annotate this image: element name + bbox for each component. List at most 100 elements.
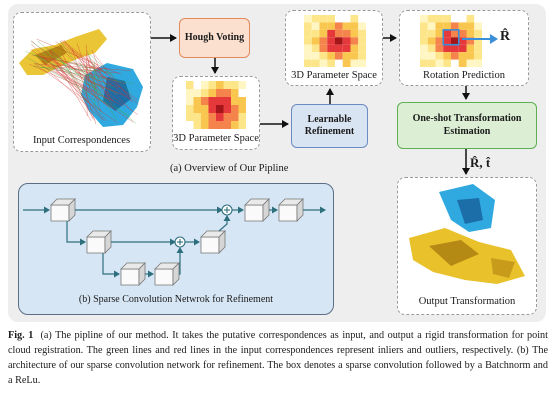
heatmap-cell bbox=[238, 113, 246, 121]
heatmap-cell bbox=[311, 52, 320, 60]
heatmap-cell bbox=[319, 22, 328, 30]
learnable-refinement-line1: Learnable bbox=[307, 113, 352, 125]
hough-voting-box: Hough Voting bbox=[179, 18, 250, 58]
heatmap-cell bbox=[327, 52, 335, 60]
param-space-heatmap-lower bbox=[186, 81, 246, 129]
heatmap-cell bbox=[427, 37, 436, 45]
heatmap-cell bbox=[443, 22, 451, 30]
heatmap-cell bbox=[358, 52, 366, 60]
heatmap-cell bbox=[193, 97, 201, 105]
heatmap-cell bbox=[201, 113, 209, 121]
heatmap-cell bbox=[466, 44, 475, 53]
heatmap-cell bbox=[474, 52, 482, 60]
heatmap-cell bbox=[427, 44, 436, 53]
output-transformation-panel: Output Transformation bbox=[397, 177, 537, 315]
heatmap-cell bbox=[186, 81, 194, 89]
conv-block-4 bbox=[154, 262, 180, 286]
heatmap-cell bbox=[358, 37, 366, 45]
heatmap-cell bbox=[443, 44, 451, 53]
heatmap-cell bbox=[201, 89, 209, 97]
heatmap-cell bbox=[435, 29, 444, 38]
heatmap-cell bbox=[319, 29, 328, 38]
heatmap-cell bbox=[208, 89, 216, 97]
heatmap-cell bbox=[451, 52, 459, 60]
heatmap-cell bbox=[342, 22, 351, 30]
heatmap-cell bbox=[208, 113, 216, 121]
heatmap-cell bbox=[193, 121, 201, 129]
heatmap-cell bbox=[474, 44, 482, 53]
heatmap-cell bbox=[420, 15, 428, 23]
heatmap-cell bbox=[350, 22, 359, 30]
sparse-conv-network-diagram bbox=[23, 198, 326, 286]
heatmap-cell bbox=[420, 29, 428, 38]
heatmap-cell bbox=[335, 22, 343, 30]
add-node-top bbox=[221, 204, 233, 216]
heatmap-cell bbox=[335, 37, 343, 45]
heatmap-cell bbox=[193, 105, 201, 113]
estimation-line2: Estimation bbox=[443, 125, 491, 137]
heatmap-cell bbox=[327, 59, 335, 67]
heatmap-cell bbox=[193, 89, 201, 97]
heatmap-cell bbox=[319, 37, 328, 45]
heatmap-cell bbox=[216, 121, 224, 129]
heatmap-cell bbox=[458, 37, 467, 45]
heatmap-cell bbox=[474, 29, 482, 38]
heatmap-cell bbox=[474, 37, 482, 45]
overview-label: (a) Overview of Our Pipline bbox=[170, 163, 289, 174]
heatmap-cell bbox=[443, 52, 451, 60]
heatmap-cell bbox=[216, 89, 224, 97]
heatmap-cell bbox=[311, 37, 320, 45]
heatmap-cell bbox=[186, 89, 194, 97]
rotation-arrow bbox=[462, 34, 498, 44]
heatmap-cell bbox=[350, 44, 359, 53]
rt-symbol: R̂, t̂ bbox=[470, 155, 491, 170]
heatmap-cell bbox=[216, 105, 224, 113]
param-space-panel-upper: 3D Parameter Space bbox=[285, 10, 383, 86]
heatmap-cell bbox=[358, 59, 366, 67]
heatmap-cell bbox=[238, 105, 246, 113]
input-correspondences-label: Input Correspondences bbox=[32, 135, 131, 146]
heatmap-cell bbox=[350, 52, 359, 60]
heatmap-cell bbox=[208, 121, 216, 129]
heatmap-cell bbox=[435, 59, 444, 67]
heatmap-cell bbox=[231, 121, 239, 129]
heatmap-cell bbox=[466, 59, 475, 67]
heatmap-cell bbox=[216, 113, 224, 121]
heatmap-cell bbox=[238, 81, 246, 89]
heatmap-cell bbox=[238, 121, 246, 129]
heatmap-cell bbox=[223, 97, 231, 105]
heatmap-cell bbox=[238, 97, 246, 105]
heatmap-cell bbox=[342, 29, 351, 38]
heatmap-cell bbox=[327, 37, 335, 45]
net-down-2 bbox=[102, 253, 120, 278]
heatmap-cell bbox=[231, 81, 239, 89]
estimation-line1: One-shot Transformation bbox=[412, 113, 522, 124]
heatmap-cell bbox=[186, 97, 194, 105]
heatmap-cell bbox=[474, 59, 482, 67]
heatmap-cell bbox=[304, 29, 312, 38]
heatmap-cell bbox=[335, 44, 343, 53]
heatmap-cell bbox=[304, 22, 312, 30]
heatmap-cell bbox=[435, 22, 444, 30]
heatmap-cell bbox=[231, 89, 239, 97]
heatmap-cell bbox=[474, 22, 482, 30]
heatmap-cell bbox=[420, 37, 428, 45]
heatmap-cell bbox=[435, 52, 444, 60]
heatmap-cell bbox=[458, 59, 467, 67]
heatmap-cell bbox=[427, 15, 436, 23]
rotation-prediction-label: Rotation Prediction bbox=[423, 70, 505, 81]
heatmap-cell bbox=[304, 52, 312, 60]
net-down-1 bbox=[66, 221, 86, 246]
heatmap-cell bbox=[443, 29, 451, 38]
heatmap-cell bbox=[350, 15, 359, 23]
heatmap-cell bbox=[186, 105, 194, 113]
param-space-label-lower: 3D Parameter Space bbox=[173, 133, 259, 144]
heatmap-cell bbox=[466, 29, 475, 38]
output-transformation-label: Output Transformation bbox=[418, 296, 516, 307]
conv-block-6 bbox=[244, 198, 270, 222]
conv-block-1 bbox=[50, 198, 76, 222]
heatmap-cell bbox=[304, 44, 312, 53]
heatmap-cell bbox=[427, 59, 436, 67]
heatmap-cell bbox=[311, 15, 320, 23]
